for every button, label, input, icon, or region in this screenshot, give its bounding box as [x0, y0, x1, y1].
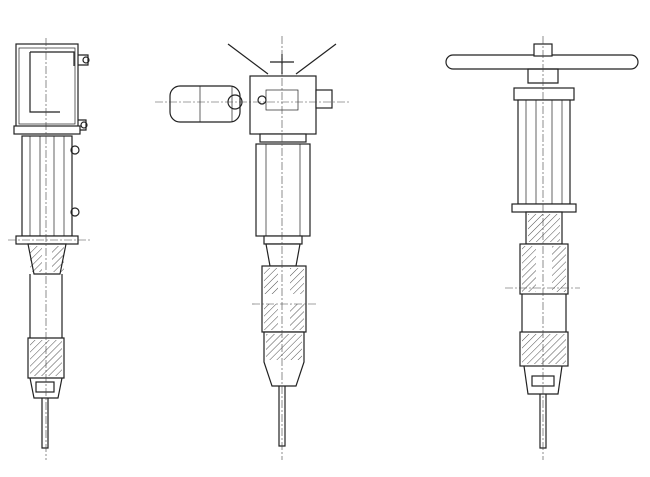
pneumatic-cylinder-icon — [13, 43, 90, 135]
electric-knife-gate-valve — [155, 36, 350, 460]
pneumatic-knife-gate-valve — [8, 38, 90, 460]
electric-actuator-icon — [169, 43, 337, 143]
handwheel-knife-gate-valve — [445, 36, 639, 460]
handwheel-icon — [445, 43, 639, 84]
